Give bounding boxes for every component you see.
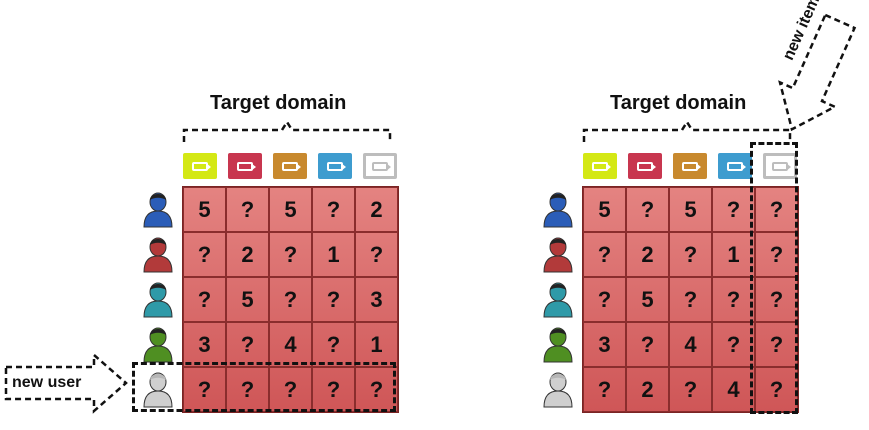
rating-cell-right-r2-c1: ? [583, 232, 626, 277]
rating-cell-left-r3-c5: 3 [355, 277, 398, 322]
user-icons-column [540, 186, 576, 411]
rating-cell-right-r1-c3: 5 [669, 187, 712, 232]
rating-cell-left-r1-c3: 5 [269, 187, 312, 232]
item-5-camera-icon [763, 153, 797, 179]
rating-cell-left-r2-c2: 2 [226, 232, 269, 277]
rating-cell-left-r2-c5: ? [355, 232, 398, 277]
item-icons-row [583, 153, 808, 179]
rating-cell-right-r4-c4: ? [712, 322, 755, 367]
user-3-icon [140, 276, 176, 321]
rating-cell-left-r2-c3: ? [269, 232, 312, 277]
rating-cell-left-r1-c4: ? [312, 187, 355, 232]
rating-cell-right-r3-c2: 5 [626, 277, 669, 322]
rating-cell-left-r3-c4: ? [312, 277, 355, 322]
rating-cell-right-r2-c4: 1 [712, 232, 755, 277]
target-domain-brace [582, 120, 792, 142]
user-2-icon [540, 231, 576, 276]
item-icons-row [183, 153, 408, 179]
target-domain-title: Target domain [610, 92, 747, 114]
new-user-highlight [132, 362, 396, 412]
rating-cell-left-r4-c5: 1 [355, 322, 398, 367]
user-5-icon [540, 366, 576, 411]
new-item-highlight [750, 142, 798, 414]
rating-cell-left-r4-c2: ? [226, 322, 269, 367]
rating-cell-right-r5-c1: ? [583, 367, 626, 412]
rating-cell-right-r1-c4: ? [712, 187, 755, 232]
rating-cell-left-r1-c1: 5 [183, 187, 226, 232]
user-4-icon [540, 321, 576, 366]
rating-cell-right-r1-c1: 5 [583, 187, 626, 232]
rating-cell-left-r4-c4: ? [312, 322, 355, 367]
item-2-camera-icon [628, 153, 662, 179]
item-2-camera-icon [228, 153, 262, 179]
rating-cell-left-r1-c2: ? [226, 187, 269, 232]
rating-cell-right-r4-c2: ? [626, 322, 669, 367]
rating-cell-right-r2-c2: 2 [626, 232, 669, 277]
item-3-camera-icon [273, 153, 307, 179]
new-user-arrow [4, 352, 128, 414]
user-1-icon [540, 186, 576, 231]
rating-matrix-right: 5?5???2?1??5???3?4???2?4? [582, 186, 799, 413]
user-3-icon [540, 276, 576, 321]
rating-cell-right-r4-c1: 3 [583, 322, 626, 367]
rating-cell-right-r4-c3: 4 [669, 322, 712, 367]
item-3-camera-icon [673, 153, 707, 179]
rating-cell-right-r3-c3: ? [669, 277, 712, 322]
right-panel: Target domain 5?5???2?1??5???3?4???2?4? … [440, 0, 869, 430]
rating-cell-right-r3-c4: ? [712, 277, 755, 322]
rating-cell-right-r5-c4: 4 [712, 367, 755, 412]
item-4-camera-icon [718, 153, 752, 179]
item-1-camera-icon [583, 153, 617, 179]
rating-cell-left-r1-c5: 2 [355, 187, 398, 232]
target-domain-title: Target domain [210, 92, 347, 114]
rating-cell-right-r1-c2: ? [626, 187, 669, 232]
user-1-icon [140, 186, 176, 231]
item-4-camera-icon [318, 153, 352, 179]
target-domain-brace [182, 120, 392, 142]
rating-cell-left-r4-c1: 3 [183, 322, 226, 367]
user-2-icon [140, 231, 176, 276]
rating-cell-right-r3-c1: ? [583, 277, 626, 322]
item-5-camera-icon [363, 153, 397, 179]
user-4-icon [140, 321, 176, 366]
user-icons-column [140, 186, 176, 411]
item-1-camera-icon [183, 153, 217, 179]
rating-cell-right-r5-c3: ? [669, 367, 712, 412]
rating-cell-left-r3-c2: 5 [226, 277, 269, 322]
rating-cell-right-r2-c3: ? [669, 232, 712, 277]
rating-cell-left-r4-c3: 4 [269, 322, 312, 367]
new-user-label: new user [12, 374, 82, 391]
rating-cell-right-r5-c2: 2 [626, 367, 669, 412]
new-item-arrow [778, 13, 857, 132]
rating-cell-left-r3-c1: ? [183, 277, 226, 322]
rating-cell-left-r3-c3: ? [269, 277, 312, 322]
user-5-icon [140, 366, 176, 411]
rating-cell-left-r2-c4: 1 [312, 232, 355, 277]
rating-cell-left-r2-c1: ? [183, 232, 226, 277]
